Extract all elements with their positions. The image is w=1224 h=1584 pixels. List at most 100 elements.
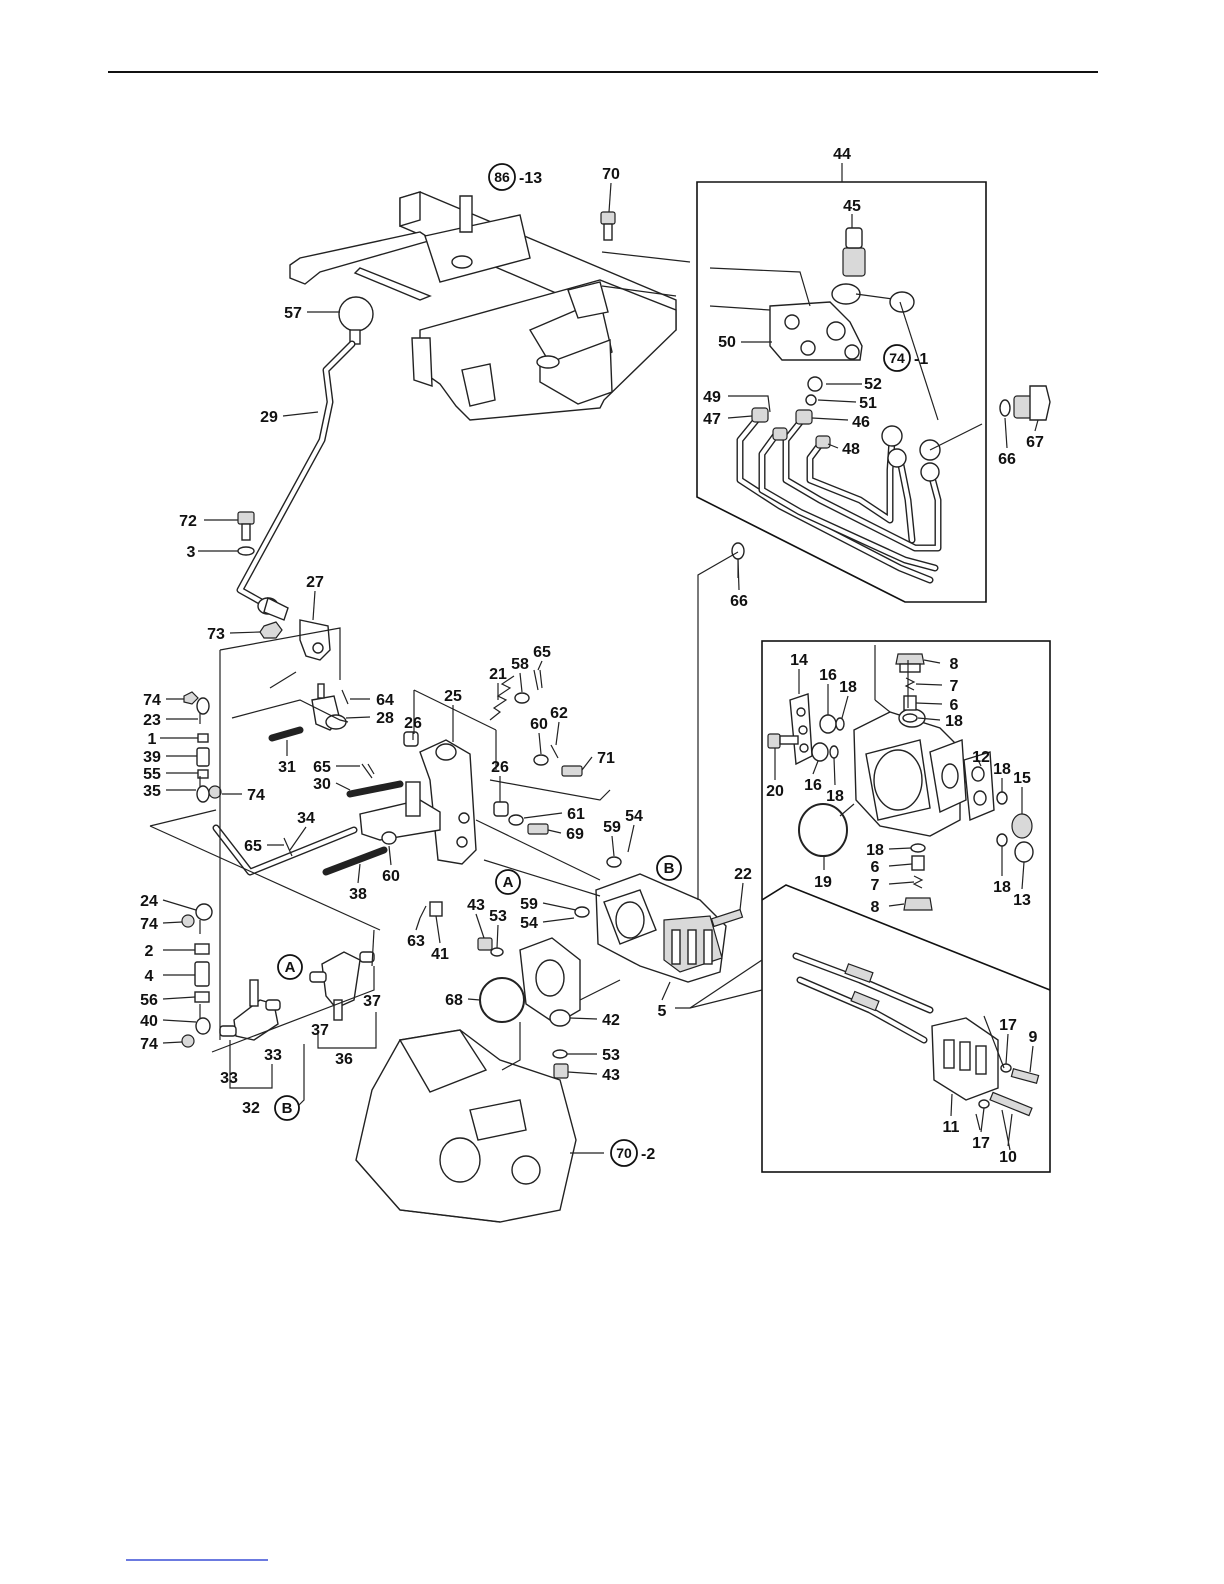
nut-73 xyxy=(259,621,283,639)
part-label-61: 61 xyxy=(567,806,585,823)
part-label-1: 1 xyxy=(148,731,157,748)
bushing-26-b xyxy=(493,801,509,817)
part-label-44: 44 xyxy=(833,146,851,163)
cap-13 xyxy=(1014,841,1034,863)
callout-A-left: A xyxy=(277,954,303,980)
part-label-45: 45 xyxy=(843,198,861,215)
part-label-63: 63 xyxy=(407,933,425,950)
part-label-12: 12 xyxy=(972,749,990,766)
connector-lines xyxy=(149,251,1011,1154)
pin-31 xyxy=(268,726,304,742)
callout-circle-B-left xyxy=(274,1095,300,1121)
part-label-2: 2 xyxy=(145,943,154,960)
part-label-8-b: 8 xyxy=(871,899,880,916)
callout-suffix-86-13: -13 xyxy=(519,170,542,187)
part-label-24: 24 xyxy=(140,893,158,910)
part-label-59-b: 59 xyxy=(520,896,538,913)
callout-number-B-right: B xyxy=(664,860,675,877)
part-label-58: 58 xyxy=(511,656,529,673)
part-label-4: 4 xyxy=(145,968,154,985)
part-label-43-a: 43 xyxy=(467,897,485,914)
callout-number-A-left: A xyxy=(285,959,296,976)
linkage-32 xyxy=(219,979,281,1041)
part-label-50: 50 xyxy=(718,334,736,351)
plug-43-b xyxy=(553,1063,569,1079)
part-label-51: 51 xyxy=(859,395,877,412)
washer-61 xyxy=(508,814,524,826)
callout-number-B-left: B xyxy=(282,1100,293,1117)
part-label-38: 38 xyxy=(349,886,367,903)
part-label-5: 5 xyxy=(658,1003,667,1020)
part-label-20: 20 xyxy=(766,783,784,800)
part-label-54-a: 54 xyxy=(625,808,643,825)
part-label-34: 34 xyxy=(297,810,315,827)
o-ring-18-b xyxy=(835,717,845,731)
part-label-66-right: 66 xyxy=(998,451,1016,468)
control-lever xyxy=(236,296,374,621)
pipe-assembly xyxy=(736,227,942,584)
o-ring-53-a xyxy=(490,947,504,957)
part-label-67: 67 xyxy=(1026,434,1044,451)
bolt-9 xyxy=(1010,1068,1040,1084)
part-label-74-b: 74 xyxy=(247,787,265,804)
part-label-9: 9 xyxy=(1029,1029,1038,1046)
linkage-36 xyxy=(309,951,375,1021)
plate-14 xyxy=(789,693,813,766)
part-label-32: 32 xyxy=(242,1100,260,1117)
part-label-11: 11 xyxy=(943,1119,960,1136)
callout-B-left: B xyxy=(274,1095,300,1121)
part-label-7-b: 7 xyxy=(871,877,880,894)
part-label-13: 13 xyxy=(1013,892,1031,909)
part-label-36: 36 xyxy=(335,1051,353,1068)
part-label-65-b: 65 xyxy=(533,644,551,661)
part-label-53-a: 53 xyxy=(489,908,507,925)
part-label-60-a: 60 xyxy=(530,716,548,733)
part-label-66-mid: 66 xyxy=(730,593,748,610)
part-label-65-c: 65 xyxy=(244,838,262,855)
o-ring-16-b xyxy=(811,742,829,762)
callout-number-70-2: 70 xyxy=(616,1145,632,1161)
part-label-49: 49 xyxy=(703,389,721,406)
part-label-74-d: 74 xyxy=(140,1036,158,1053)
washer-59-b xyxy=(574,906,590,918)
callout-70-2: 70-2 xyxy=(610,1139,655,1167)
washer-3 xyxy=(237,546,255,556)
part-label-37-b: 37 xyxy=(311,1022,329,1039)
part-label-19: 19 xyxy=(814,874,832,891)
part-label-53-b: 53 xyxy=(602,1047,620,1064)
o-ring-16-a xyxy=(819,714,837,734)
part-label-74-c: 74 xyxy=(140,916,158,933)
part-label-18-b: 18 xyxy=(839,679,857,696)
part-label-69: 69 xyxy=(566,826,584,843)
part-label-57: 57 xyxy=(284,305,302,322)
clip-41 xyxy=(429,901,443,917)
callout-circle-B-right xyxy=(656,855,682,881)
part-label-37-a: 37 xyxy=(363,993,381,1010)
part-label-46: 46 xyxy=(852,414,870,431)
part-label-72: 72 xyxy=(179,513,197,530)
part-label-60-b: 60 xyxy=(382,868,400,885)
part-label-6-b: 6 xyxy=(871,859,880,876)
part-label-27: 27 xyxy=(306,574,324,591)
pin-38 xyxy=(322,846,388,876)
callout-suffix-74-1: -1 xyxy=(914,351,928,368)
link-upper-hardware xyxy=(183,691,222,803)
valve-plate-42 xyxy=(519,937,581,1027)
washer-66-mid xyxy=(731,542,745,560)
cotter-pin-62 xyxy=(550,744,559,759)
part-label-16-b: 16 xyxy=(804,777,822,794)
part-label-35: 35 xyxy=(143,783,161,800)
cotter-pin-65-b xyxy=(533,669,543,691)
part-label-59-a: 59 xyxy=(603,819,621,836)
o-ring-18-c xyxy=(996,791,1008,805)
part-label-33-a: 33 xyxy=(264,1047,282,1064)
callout-A-right: A xyxy=(495,869,521,895)
part-label-16-a: 16 xyxy=(819,667,837,684)
o-ring-18-d xyxy=(829,745,839,759)
callout-circle-A-left xyxy=(277,954,303,980)
callout-number-74-1: 74 xyxy=(889,350,905,366)
callout-circle-70-2 xyxy=(610,1139,638,1167)
part-label-43-b: 43 xyxy=(602,1067,620,1084)
part-label-7-a: 7 xyxy=(950,678,959,695)
callout-circle-A-right xyxy=(495,869,521,895)
